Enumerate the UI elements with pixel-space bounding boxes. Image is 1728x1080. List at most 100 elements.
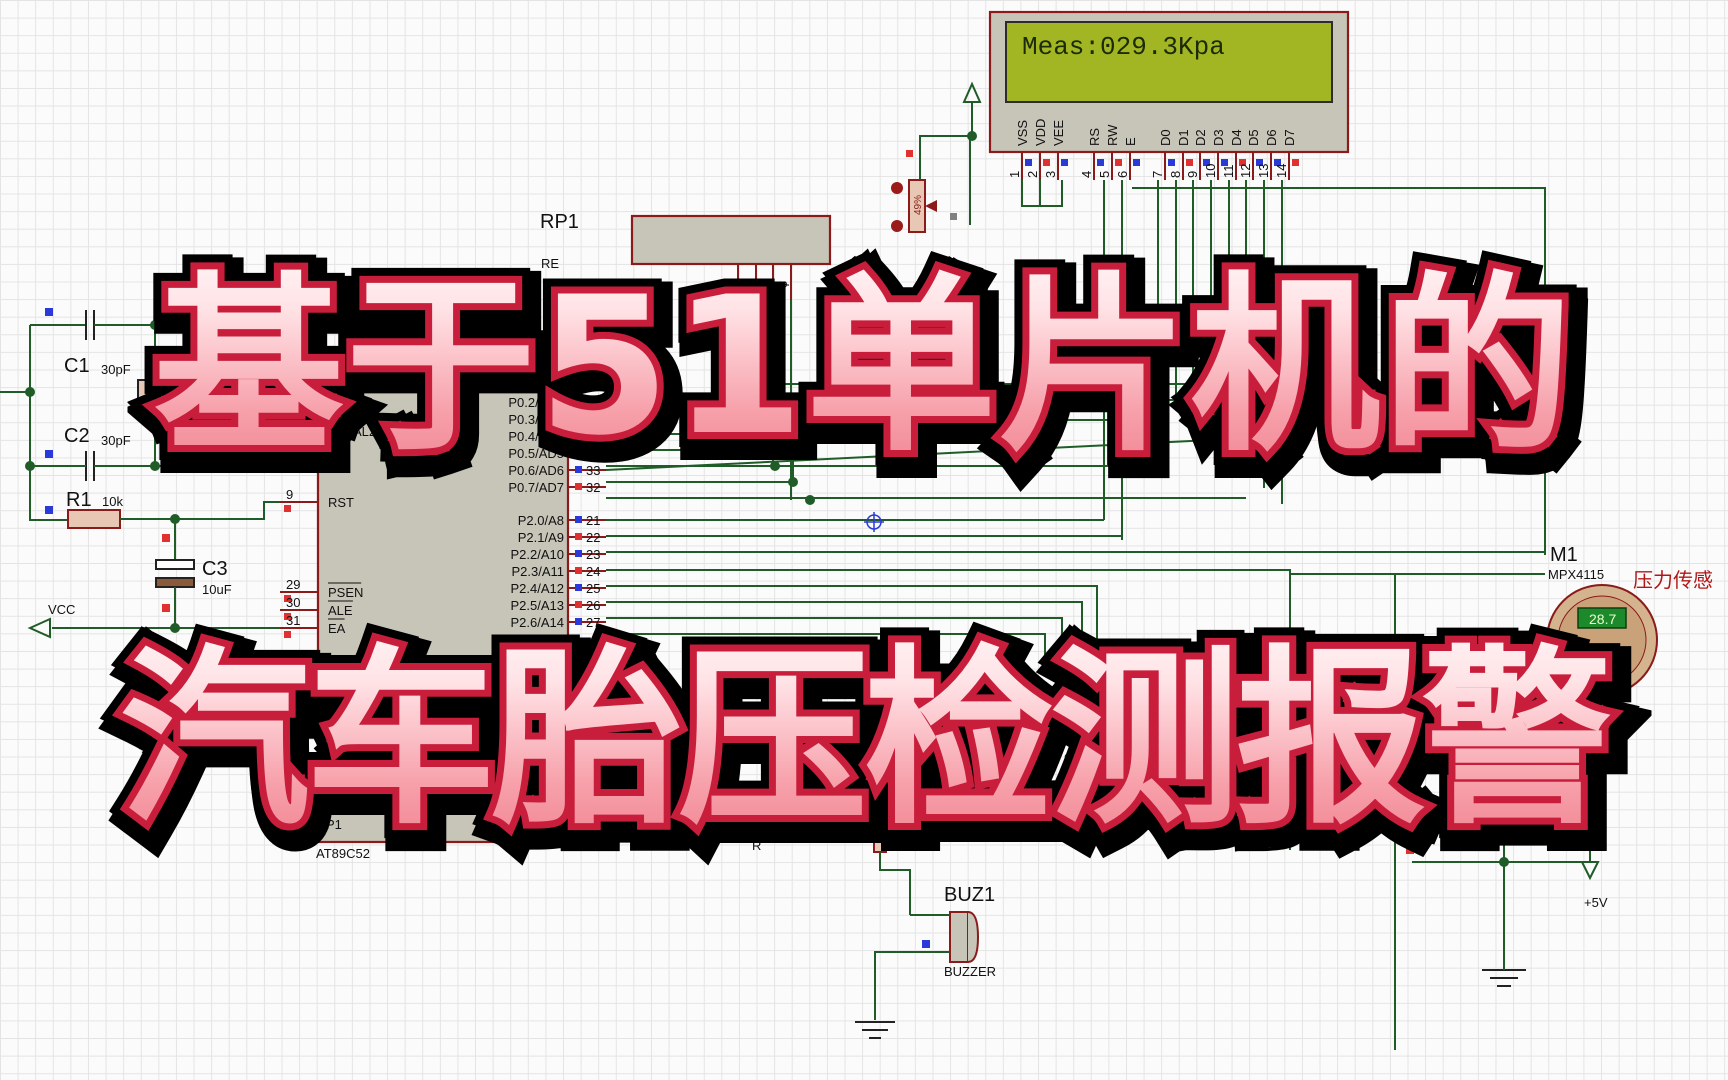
mcu-part: AT89C52: [316, 846, 370, 861]
contrast-potentiometer[interactable]: 49%: [891, 150, 957, 233]
lcd-pin: VDD 2: [1025, 119, 1050, 180]
mcu-pin-state: [575, 449, 582, 456]
lcd-pin: D4 11: [1221, 129, 1246, 180]
rp1-pin: 7: [777, 281, 792, 288]
r1-value: 10k: [102, 494, 123, 509]
origin-marker: [864, 512, 884, 532]
lcd-pin-name: D1: [1176, 129, 1191, 146]
mcu-pin-state: [575, 466, 582, 473]
mcu-pin-num: 36: [586, 412, 600, 427]
mcu-pin-name-p1: P1: [326, 817, 342, 832]
sensor-ref: M1: [1550, 544, 1578, 566]
vcc-label: VCC: [48, 602, 75, 617]
lcd-pin-num: 6: [1115, 171, 1130, 178]
partial-ic-label: 332: [1268, 794, 1290, 809]
mcu-pin-name: P0.7/AD7: [508, 480, 564, 495]
mcu-pin-num: 33: [586, 463, 600, 478]
mcu-pin-name: P0.5/AD5: [508, 446, 564, 461]
mcu-pin-name: P0.6/AD6: [508, 463, 564, 478]
lcd-pin-state: [1203, 159, 1210, 166]
mcu-right-pin: 25 P2.4/A12: [511, 581, 606, 596]
lcd-pin-state: [1115, 159, 1122, 166]
lcd-pin-state: [1274, 159, 1281, 166]
mcu-pin-name: P2.4/A12: [511, 581, 565, 596]
mcu-pin-state: [575, 415, 582, 422]
lcd-pin-num: 12: [1238, 164, 1253, 178]
mcu-pin-state: [575, 483, 582, 490]
mcu-right-pin: 32 P0.7/AD7: [508, 480, 606, 495]
mcu-pin-num: 39: [586, 361, 600, 376]
lcd-pin-name: D0: [1158, 129, 1173, 146]
lcd-pin-name: RS: [1087, 128, 1102, 146]
mcu-pin-num: 34: [586, 446, 600, 461]
rp1-ref: RP1: [540, 211, 579, 233]
lcd-pin: E6: [1115, 137, 1140, 180]
mcu-pin-name: P2.2/A10: [511, 547, 565, 562]
mcu-pin-state: [575, 432, 582, 439]
mcu-pin-state: [575, 533, 582, 540]
pressure-sensor-m1[interactable]: M1 MPX4115 压力传感 28.7: [1546, 544, 1713, 696]
mcu-right-pin: 39 P0.0/AD0: [508, 361, 606, 376]
lcd-pin-name: D4: [1229, 129, 1244, 146]
mcu-pin-name: P0.0/AD0: [508, 361, 564, 376]
mcu-pin-name: P0.3/AD3: [508, 412, 564, 427]
mcu-pin-state: [575, 398, 582, 405]
mcu-at89c52[interactable]: AT89C52: [316, 358, 570, 861]
mcu-pin-name: RST: [328, 495, 354, 510]
mcu-pin-num: 32: [586, 480, 600, 495]
mcu-pin-name: P0.2/AD2: [508, 395, 564, 410]
mcu-pin-num: 25: [586, 581, 600, 596]
mcu-right-pin: 34 P0.5/AD5: [508, 446, 606, 461]
lcd-pin-name: VDD: [1033, 119, 1048, 146]
mcu-pin-num: 31: [286, 613, 300, 628]
buzzer-buz1[interactable]: R BUZ1 BUZZER: [752, 799, 996, 1039]
rp1-pin: 8: [775, 281, 790, 288]
c2-ref: C2: [64, 425, 90, 447]
lcd-pin-state: [1239, 159, 1246, 166]
partial-resistor-label: R: [752, 838, 761, 853]
rp1-pin: 5: [743, 281, 758, 288]
lcd-pin-name: D2: [1193, 129, 1208, 146]
lcd-pin-name: D7: [1282, 129, 1297, 146]
lcd-pin-name: E: [1123, 137, 1138, 146]
power-arrow-up: [962, 81, 982, 141]
lcd-pin-state: [1186, 159, 1193, 166]
lcd-module[interactable]: Meas:029.3Kpa: [988, 10, 1350, 154]
mcu-pin-name-xtal2: TAL2: [346, 424, 376, 439]
lcd-pin-num: 3: [1043, 171, 1058, 178]
resistor-pack-rp1[interactable]: RP1 RE 5 6 7 8: [540, 211, 832, 300]
mcu-pin-num: 21: [586, 513, 600, 528]
mcu-pin-num-p1: 8: [290, 808, 297, 823]
mcu-pin-num: 9: [286, 487, 293, 502]
mcu-pin-name-xtal1: TAL1: [344, 369, 374, 384]
lcd-pin-num: 13: [1256, 164, 1271, 178]
lcd-pin-num: 2: [1025, 171, 1040, 178]
lcd-pin-num: 11: [1221, 165, 1236, 179]
mcu-pin-state: [575, 364, 582, 371]
lcd-pin-state: [1221, 159, 1228, 166]
c3-ref: C3: [202, 558, 228, 580]
mcu-pin-name: P2.1/A9: [518, 530, 564, 545]
lcd-pin-num: 9: [1185, 171, 1200, 178]
mcu-pin-state: [284, 613, 291, 620]
mcu-pin-state: [284, 505, 291, 512]
mcu-pin-state: [575, 584, 582, 591]
rp1-pin: 6: [760, 281, 775, 288]
mcu-right-pin: 36 P0.3/AD3: [508, 412, 606, 427]
plus5v-label: +5V: [1584, 895, 1608, 910]
buzzer-ref: BUZ1: [944, 884, 995, 906]
lcd-pin-state: [1168, 159, 1175, 166]
mcu-pin-state: [575, 381, 582, 388]
mcu-pin-state: [575, 550, 582, 557]
